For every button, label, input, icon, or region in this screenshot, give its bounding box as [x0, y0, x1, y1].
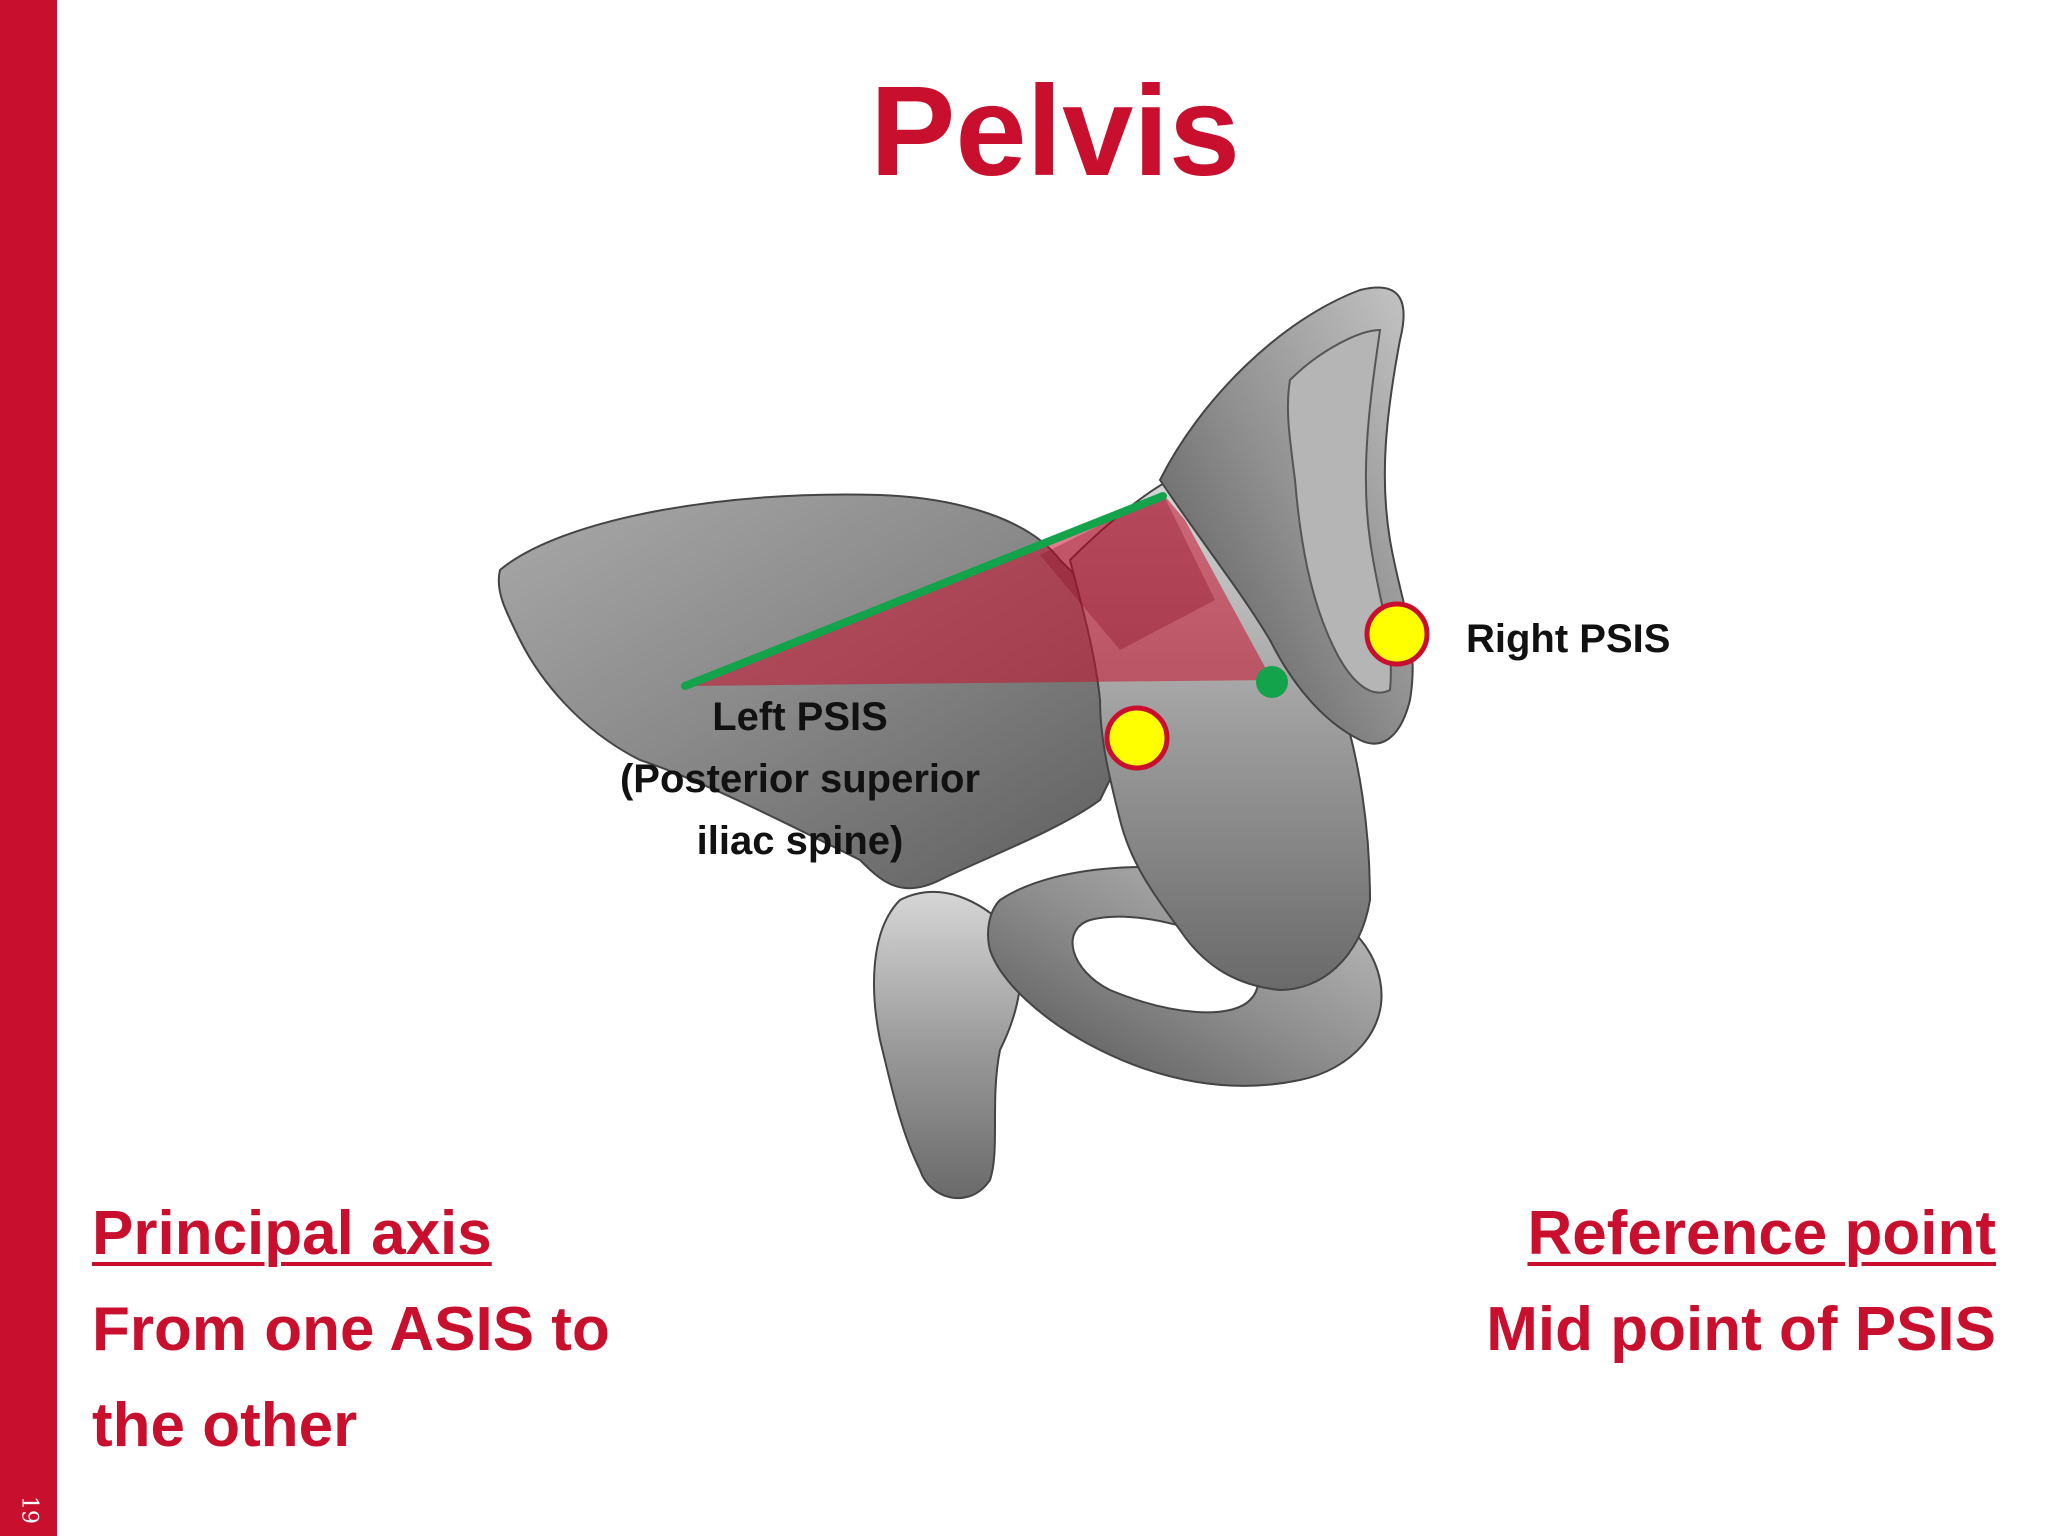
- left-psis-label-line-1: Left PSIS: [712, 695, 888, 739]
- reference-point-description: Mid point of PSIS: [1486, 1295, 1996, 1365]
- right-ilium-inner-shape: [1286, 328, 1392, 694]
- left-psis-marker: [1104, 705, 1170, 771]
- slide-title: Pelvis: [869, 60, 1241, 203]
- principal-axis-line: [681, 492, 1167, 690]
- side-accent-bar: [0, 0, 57, 1536]
- reference-plane-shape: [685, 494, 1272, 686]
- reference-plane-facet-shape: [1040, 494, 1215, 650]
- principal-axis-heading: Principal axis: [92, 1199, 492, 1268]
- principal-axis-description-line-2: the other: [92, 1391, 358, 1461]
- principal-axis-caption: Principal axis From one ASIS to the othe…: [92, 1186, 610, 1474]
- reference-point-caption: Reference point Mid point of PSIS: [1486, 1186, 1996, 1378]
- principal-axis-description-line-1: From one ASIS to: [92, 1295, 610, 1365]
- right-psis-marker: [1364, 601, 1430, 667]
- left-psis-label-line-2: (Posterior superior: [619, 757, 981, 801]
- left-psis-label-line-3: iliac spine): [696, 819, 904, 863]
- right-psis-label: Right PSIS: [1466, 617, 1671, 661]
- left-psis-label: Left PSIS (Posterior superior iliac spin…: [580, 686, 1020, 872]
- reference-point-heading: Reference point: [1527, 1199, 1996, 1268]
- psis-midpoint-dot: [1256, 666, 1288, 698]
